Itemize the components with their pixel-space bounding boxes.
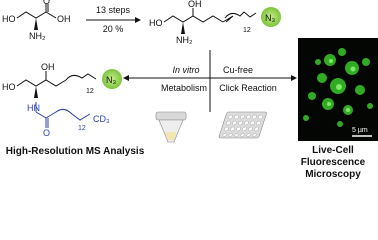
steps-label: 13 steps: [96, 5, 131, 15]
caption-ms-analysis: High-Resolution MS Analysis: [0, 146, 150, 158]
caption-microscopy-line1: Live-Cell Fluorescence: [300, 145, 366, 168]
caption-ms-analysis-text: High-Resolution MS Analysis: [5, 146, 145, 157]
in-vitro-label: In vitro: [172, 65, 199, 75]
cd3-label: CD₃: [93, 114, 110, 124]
metabolite-n3-label: N₃: [106, 75, 116, 85]
serine-ho-label: HO: [2, 14, 16, 24]
metabolite-oh-label: OH: [41, 62, 55, 72]
fluorescence-micrograph: 5 µm: [298, 38, 378, 141]
well-plate-icon: [218, 111, 267, 139]
product-azide-highlight: [261, 7, 281, 27]
azido-sphingosine-structure: [163, 8, 257, 34]
scale-bar-label: 5 µm: [352, 127, 368, 134]
metabolite-ho-label: HO: [2, 82, 16, 92]
metabolite-structure: [16, 71, 97, 98]
product-chain-subscript: 12: [243, 27, 251, 34]
caption-microscopy: Live-Cell Fluorescence Microscopy: [288, 145, 378, 181]
product-ho-label: HO: [149, 18, 163, 28]
serine-nh2-label: NH₂: [29, 31, 46, 41]
metabolite-hn-label: HN: [27, 103, 40, 113]
serine-structure: [16, 4, 57, 30]
metabolite-chain-subscript-top: 12: [86, 88, 94, 95]
amide-chain: [35, 102, 91, 128]
metabolism-label: Metabolism: [161, 83, 207, 93]
caption-microscopy-line2: Microscopy: [305, 169, 361, 180]
serine-oh-label: OH: [57, 14, 71, 24]
scheme-canvas: HO O OH NH₂ 13 steps 20 % HO OH NH₂ 12 N…: [0, 0, 378, 180]
cu-free-label: Cu-free: [223, 65, 253, 75]
reaction-scheme: HO O OH NH₂ 13 steps 20 % HO OH NH₂ 12 N…: [2, 0, 378, 143]
serine-o-label: O: [43, 0, 50, 6]
branch-arrows: [123, 50, 297, 112]
yield-label: 20 %: [103, 24, 124, 34]
metabolite-azide-highlight: [102, 69, 122, 89]
metabolite-o-label: O: [43, 128, 50, 138]
metabolite-chain-subscript-bottom: 12: [78, 125, 86, 132]
product-oh-label: OH: [188, 0, 202, 9]
microtube-icon: [155, 111, 187, 143]
product-nh2-label: NH₂: [176, 35, 193, 45]
product-n3-label: N₃: [265, 13, 275, 23]
click-reaction-label: Click Reaction: [219, 83, 277, 93]
